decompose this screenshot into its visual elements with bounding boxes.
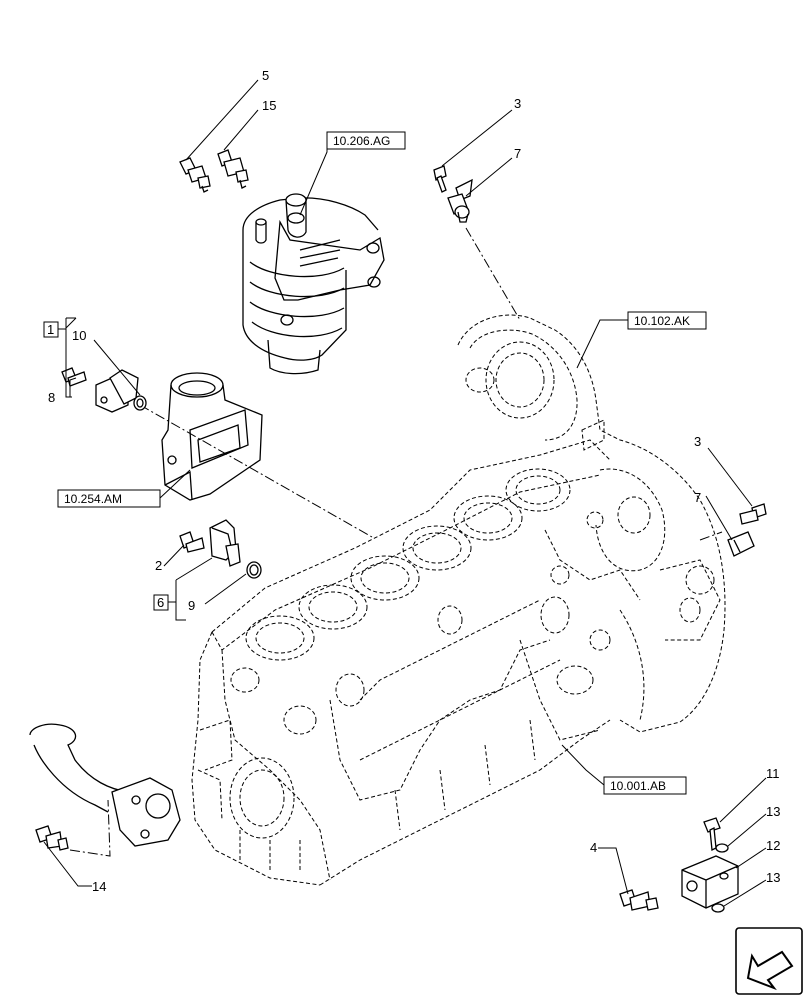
assembly-center-lines [69, 227, 723, 857]
callout-8: 8 [48, 390, 55, 405]
callout-12: 12 [766, 838, 780, 853]
reference-elbow: 10.254.AM [64, 492, 122, 506]
sensor-group-6 [179, 519, 262, 579]
engine-block [191, 314, 726, 886]
callout-5: 5 [262, 68, 269, 83]
callout-3-right: 3 [694, 434, 701, 449]
speed-sensor-top [433, 165, 473, 223]
callout-11: 11 [766, 766, 780, 781]
speed-sensor-right [727, 503, 767, 557]
callout-7-right: 7 [694, 490, 701, 505]
sensor-group-1 [61, 367, 147, 413]
intake-elbow [161, 372, 263, 501]
callout-numbers: 5 15 3 7 10 8 3 7 2 9 11 13 12 13 4 14 [48, 68, 780, 894]
callout-13-upper: 13 [766, 804, 780, 819]
group-box-1: 1 [43, 317, 76, 398]
callout-4: 4 [590, 840, 597, 855]
coolant-pipe [29, 723, 181, 851]
reference-timing: 10.102.AK [634, 314, 690, 328]
reference-labels: 10.206.AG 10.102.AK 10.254.AM 10.001.AB [57, 131, 707, 795]
callout-3-top: 3 [514, 96, 521, 111]
callout-9: 9 [188, 598, 195, 613]
group-box-6: 6 [153, 594, 176, 611]
leader-lines [43, 79, 767, 907]
sensor-pair-top [179, 149, 249, 193]
callout-14: 14 [92, 879, 106, 894]
callout-15: 15 [262, 98, 276, 113]
callout-13-lower: 13 [766, 870, 780, 885]
adapter-block [619, 817, 739, 913]
reference-filter: 10.206.AG [333, 134, 390, 148]
callout-7-top: 7 [514, 146, 521, 161]
callout-10: 10 [72, 328, 86, 343]
group-label-6: 6 [157, 595, 164, 610]
filter-assembly [242, 193, 385, 375]
callout-2: 2 [155, 558, 162, 573]
arrow-icon[interactable] [735, 927, 803, 995]
reference-block: 10.001.AB [610, 779, 666, 793]
group-label-1: 1 [47, 322, 54, 337]
